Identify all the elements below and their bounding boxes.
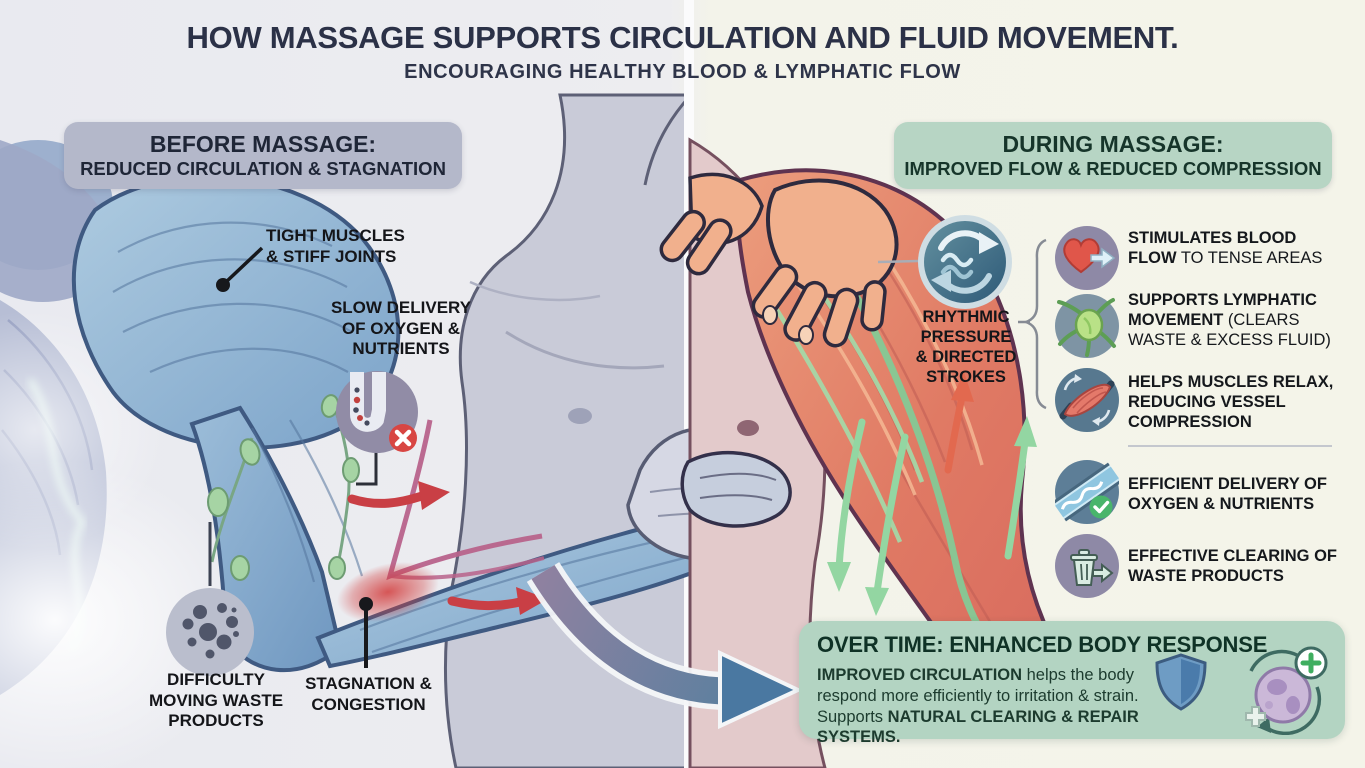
flow-arrows [827,372,1037,616]
benefit-efficient-delivery: EFFICIENT DELIVERY OF OXYGEN & NUTRIENTS [1128,474,1344,514]
outcome-icons [1151,643,1336,735]
label-rhythmic-pressure: RHYTHMIC PRESSURE & DIRECTED STROKES [915,308,1017,387]
benefit-lymphatic-movement: SUPPORTS LYMPHATIC MOVEMENT (CLEARS WAST… [1128,290,1344,350]
massage-hands [659,172,899,348]
waste-particles-icon [164,586,256,678]
label-difficulty-waste: DIFFICULTY MOVING WASTE PRODUCTS [148,670,284,731]
benefit-muscles-relax: HELPS MUSCLES RELAX, REDUCING VESSEL COM… [1128,372,1344,432]
outcome-segment: helps the body respond more efficiently … [817,666,1139,726]
benefit-bold-text: HELPS MUSCLES RELAX, REDUCING VESSEL COM… [1128,373,1334,432]
stagnation-arrows [347,481,548,615]
before-heading: BEFORE MASSAGE: [149,131,377,157]
benefit-bold-text: SUPPORTS LYMPHATIC MOVEMENT [1128,291,1317,330]
resting-hand [680,451,792,528]
label-stagnation: STAGNATION & CONGESTION [305,674,432,714]
lymph-node-icon [1055,294,1119,358]
during-heading: DURING MASSAGE: [1002,131,1224,157]
outcome-segment: IMPROVED CIRCULATION [817,666,1023,684]
clogged-vessel-icon [333,368,421,456]
lymph-nodes [207,394,360,581]
annotation-lines [208,238,1047,668]
page-subtitle: ENCOURAGING HEALTHY BLOOD & LYMPHATIC FL… [404,61,961,83]
page-title: HOW MASSAGE SUPPORTS CIRCULATION AND FLU… [186,20,1179,55]
label-slow-delivery: SLOW DELIVERY OF OXYGEN & NUTRIENTS [330,298,472,359]
benefit-rest-text: (CLEARS WASTE & EXCESS FLUID) [1128,311,1331,350]
before-subheading: REDUCED CIRCULATION & STAGNATION [80,158,446,180]
rhythmic-strokes-icon [917,214,1013,310]
benefit-bold-text: EFFECTIVE CLEARING OF WASTE PRODUCTS [1128,547,1338,586]
during-arm-illustration [659,137,1059,768]
benefit-bold-text: STIMULATES BLOOD FLOW [1128,229,1297,268]
vessel-check-icon [1055,460,1119,524]
benefit-rest-text: TO TENSE AREAS [1176,249,1323,268]
muscle-relax-icon [1055,368,1119,432]
during-subheading: IMPROVED FLOW & REDUCED COMPRESSION [904,158,1322,180]
outcome-panel: OVER TIME: ENHANCED BODY RESPONSE IMPROV… [799,621,1345,746]
benefit-waste-clearing: EFFECTIVE CLEARING OF WASTE PRODUCTS [1128,546,1344,586]
benefit-stimulates-blood-flow: STIMULATES BLOOD FLOW TO TENSE AREAS [1128,228,1344,268]
before-massage-header: BEFORE MASSAGE: REDUCED CIRCULATION & ST… [64,122,462,189]
plus-badge-icon [1245,646,1328,727]
label-tight-muscles: TIGHT MUSCLES & STIFF JOINTS [266,226,405,266]
outcome-body: IMPROVED CIRCULATION helps the body resp… [817,665,1167,748]
during-massage-header: DURING MASSAGE: IMPROVED FLOW & REDUCED … [894,122,1332,189]
shield-icon [1155,653,1207,711]
benefit-bold-text: EFFICIENT DELIVERY OF OXYGEN & NUTRIENTS [1128,475,1327,514]
transition-arrow [526,561,803,730]
heart-flow-icon [1055,226,1119,290]
outcome-segment: NATURAL CLEARING & REPAIR SYSTEMS. [817,707,1139,747]
benefit-divider [1128,445,1332,447]
outcome-heading: OVER TIME: ENHANCED BODY RESPONSE [817,632,1268,657]
waste-clearing-icon [1055,534,1119,598]
